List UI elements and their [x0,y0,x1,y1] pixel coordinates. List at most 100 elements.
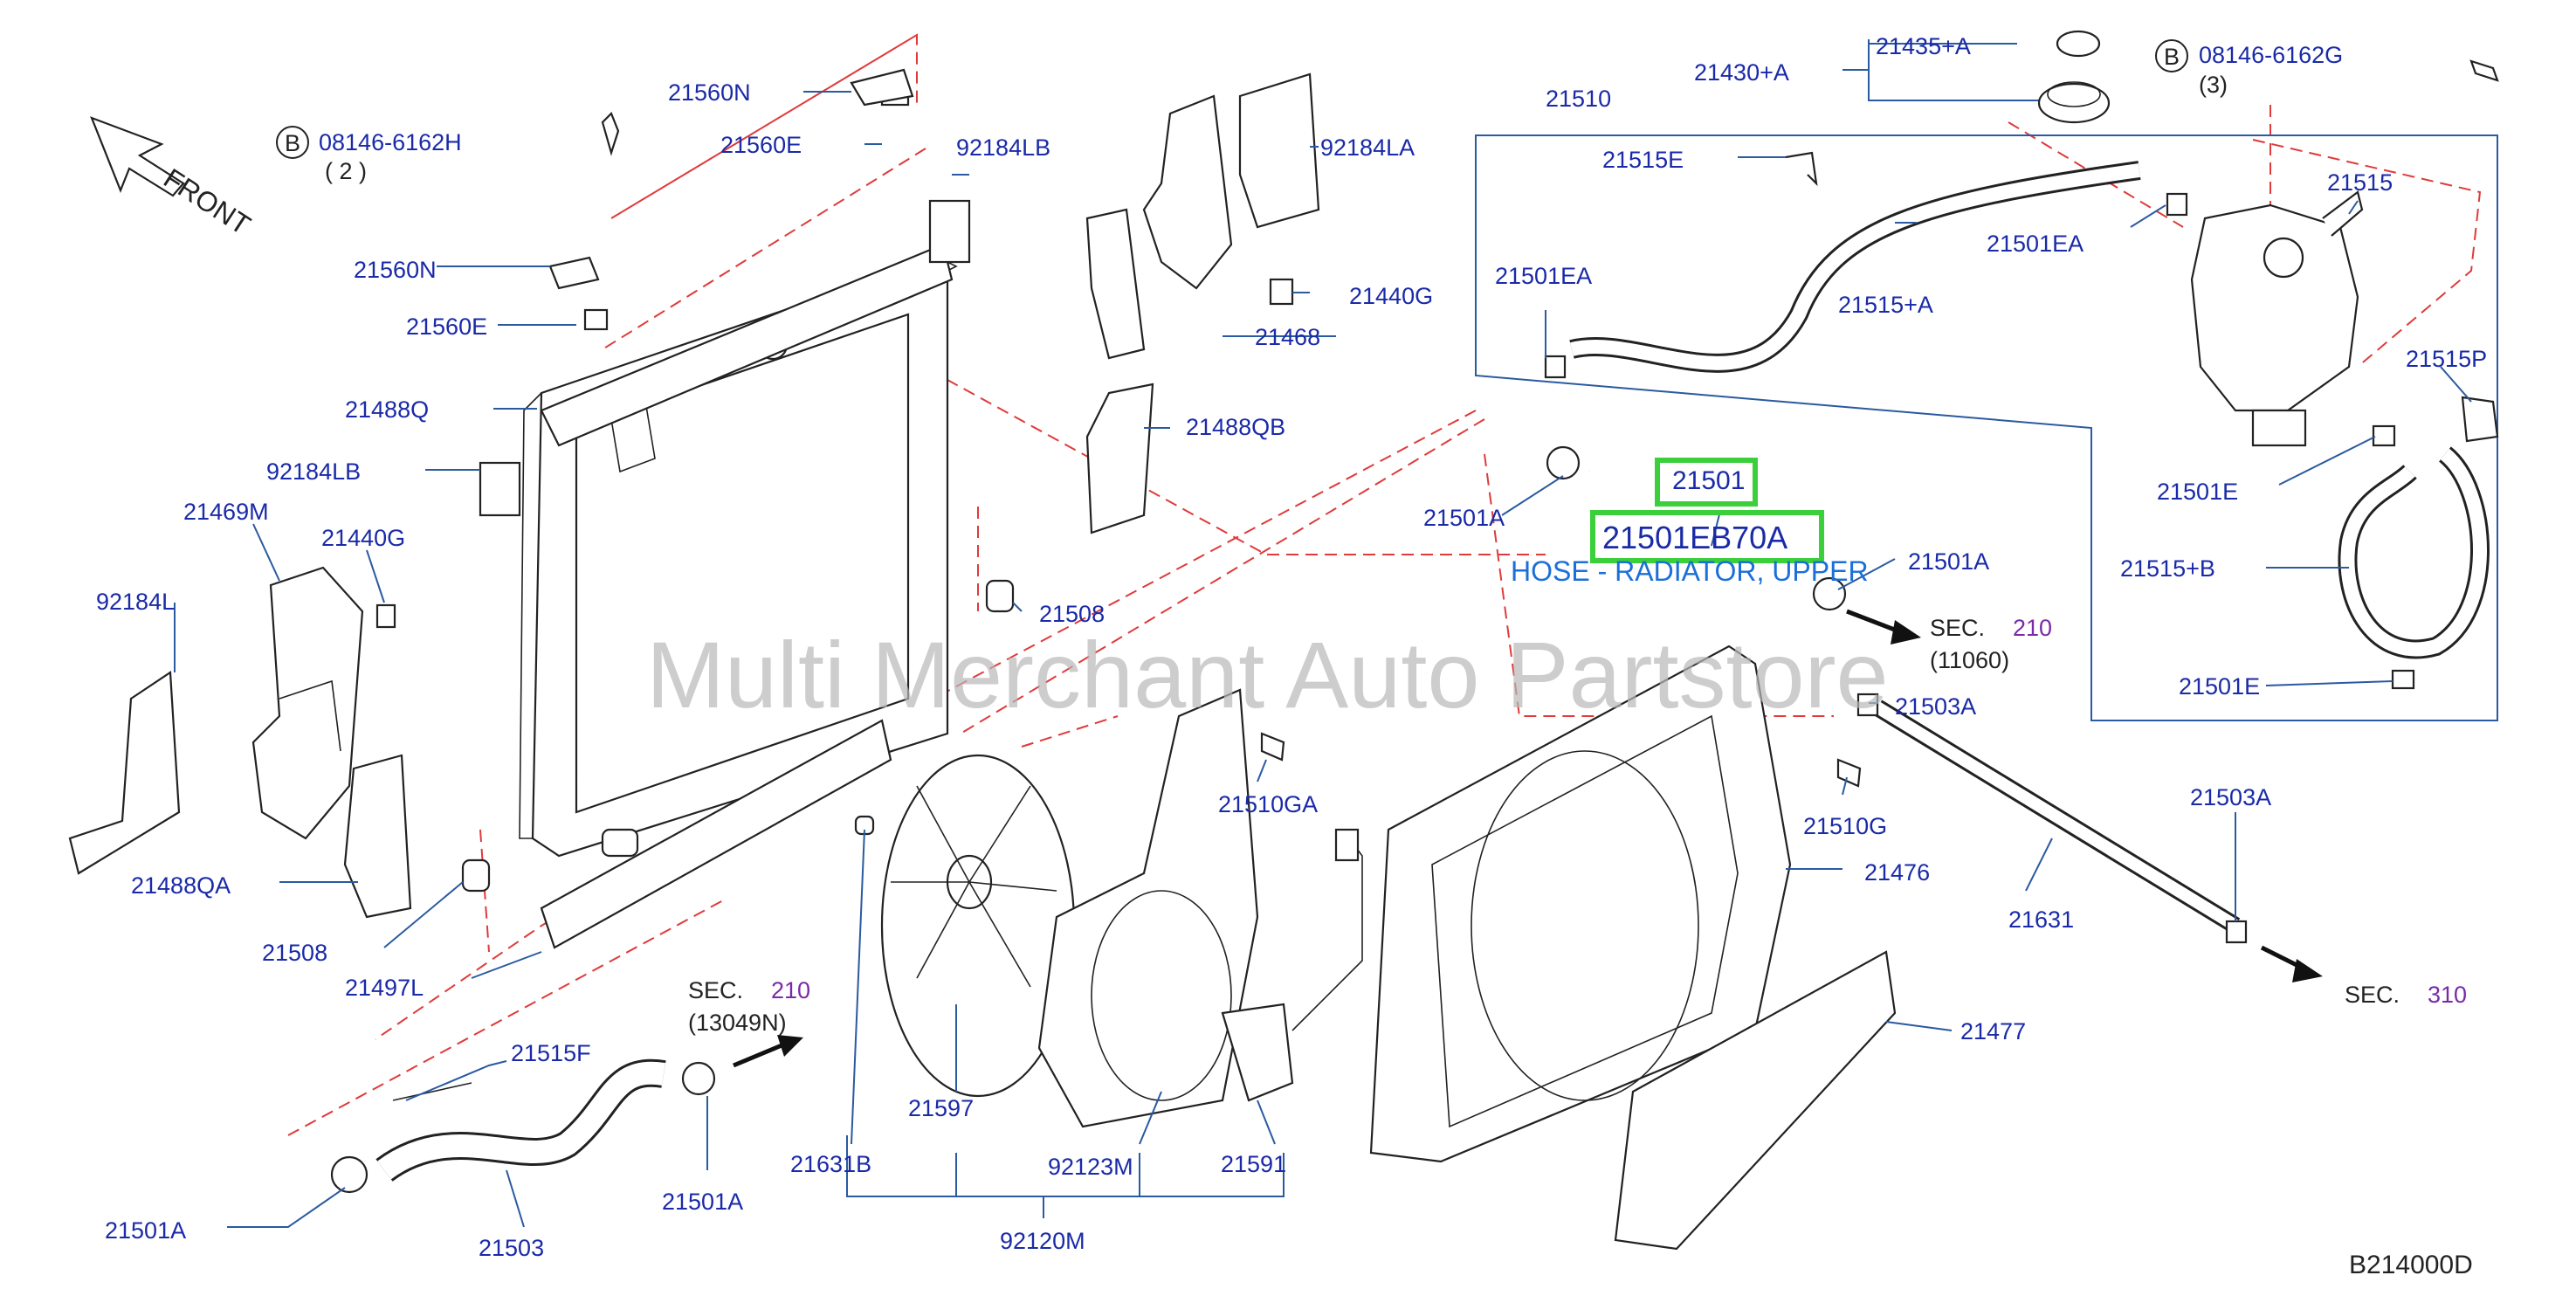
bolts-21510 [1260,732,1862,788]
svg-text:SEC.: SEC. [2345,982,2400,1008]
grommet-21508-a [461,858,491,893]
pad-92184LB-b [479,461,521,517]
svg-text:B: B [285,130,300,156]
label-21501A: 21501A [1423,505,1505,531]
svg-text:(3): (3) [2199,72,2228,98]
bolt-ref-h: B 08146-6162H ( 2 ) [276,126,462,184]
right-air-guides [1085,72,1320,534]
gasket-21435A [2056,30,2101,58]
label-21631B: 21631B [790,1151,871,1177]
reservoir-tank [2190,190,2364,447]
motor-harness [1291,838,1363,1031]
label-21501EA: 21501EA [1495,263,1592,289]
clamp-21501EA-a [1544,355,1567,379]
clamp-21501A-d [681,1061,716,1096]
bolt-badge-icon [276,126,309,159]
clamp-21501A-c [330,1155,368,1194]
clamp-21503A-a [1856,693,1879,717]
label-21440G: 21440G [321,525,405,551]
label-21510GA: 21510GA [1218,791,1318,817]
label-21591: 21591 [1221,1151,1286,1177]
diagram-code: B214000D [2349,1251,2473,1279]
bolt-icon [601,112,620,156]
clip-21560E-b [583,308,609,331]
label-21440G: 21440G [1349,283,1433,309]
group-brackets [846,39,2498,1218]
svg-text:(11060): (11060) [1930,647,2009,673]
reservoir-hose-21515A [1544,151,2188,379]
label-21515A: 21515+A [1838,292,1933,318]
label-92184LB: 92184LB [266,458,361,485]
label-21508: 21508 [1039,601,1105,627]
label-21503A: 21503A [1895,693,1976,720]
bolt-ref-g: B 08146-6162G (3) [2155,39,2343,98]
pad-92184LB-a [928,199,971,264]
label-21501A: 21501A [662,1189,743,1215]
label-92184LA: 92184LA [1320,134,1415,161]
svg-text:SEC.: SEC. [688,977,743,1003]
svg-text:SEC.: SEC. [1930,615,1985,641]
clip-21440G-b [1269,278,1294,306]
svg-text:08146-6162G: 08146-6162G [2199,42,2343,68]
small-parts [375,68,1015,893]
label-92184L: 92184L [96,589,175,615]
label-21476: 21476 [1864,859,1930,886]
fan-shroud-inner [854,688,1363,1128]
part-labels: 21560N 21560E 92184LB 21560N 21560E 2148… [96,33,2487,1261]
label-21501A: 21501A [1908,548,1989,575]
section-ref-210-13049N: SEC. 210 (13049N) [688,977,810,1036]
label-21503A: 21503A [2190,784,2271,810]
label-21503: 21503 [479,1235,544,1261]
clamp-21501E-a [2372,424,2396,447]
label-21501A: 21501A [105,1217,186,1244]
label-21515: 21515 [2327,169,2393,196]
svg-text:210: 210 [2013,615,2052,641]
left-air-guide [68,566,412,919]
overflow-hose-21515B [2338,396,2499,690]
watermark: Multi Merchant Auto Partstore [646,622,1889,727]
label-21560E: 21560E [406,314,487,340]
svg-text:B: B [2164,44,2180,70]
clamp-21501EA-b [2166,192,2188,217]
label-21435A: 21435+A [1876,33,1971,59]
fan-shroud-21476 [1369,645,1792,1163]
upper-mount-bracket [540,243,954,447]
label-21501E: 21501E [2157,479,2238,505]
svg-text:08146-6162H: 08146-6162H [319,129,462,155]
label-21510G: 21510G [1803,813,1887,839]
cap-21430A [2037,82,2111,124]
svg-text:210: 210 [771,977,810,1003]
svg-text:(13049N): (13049N) [688,1010,787,1036]
fan-motor-21591 [1221,1003,1294,1102]
bolt-badge-icon [2155,39,2188,72]
clip-21515E [1785,151,1818,187]
harness-connector [1334,828,1360,862]
highlighted-part-callout: 21501 21501EB70A HOSE - RADIATOR, UPPER [1511,458,1869,587]
label-21510: 21510 [1546,86,1611,112]
bracket-21560N-b [548,256,600,290]
bolt-08146-6162G-icon [2469,59,2499,82]
label-21477: 21477 [1960,1018,2026,1044]
label-92120M: 92120M [1000,1228,1085,1254]
label-92184LB: 92184LB [956,134,1050,161]
clamp-21503A-b [2225,920,2248,944]
front-arrow-icon [90,116,185,197]
highlight-part-no: 21501 [1672,466,1745,495]
leader-lines [174,91,2472,1228]
label-21508: 21508 [262,940,327,966]
label-21488QA: 21488QA [131,872,231,899]
clip-21515P [2461,396,2499,443]
label-21597: 21597 [908,1095,974,1121]
label-21560E: 21560E [720,132,802,158]
section-arrows [733,609,2323,1068]
highlight-description: HOSE - RADIATOR, UPPER [1511,555,1869,587]
clamp-21501E-b [2391,669,2415,690]
label-21631: 21631 [2008,907,2074,933]
label-21515F: 21515F [511,1040,591,1066]
highlight-oem-no: 21501EB70A [1602,520,1787,555]
label-21468: 21468 [1255,324,1320,350]
lower-shroud-21477 [1614,950,1897,1251]
lower-radiator-hose-21503 [330,1058,716,1194]
lower-seal-strip [540,719,892,949]
